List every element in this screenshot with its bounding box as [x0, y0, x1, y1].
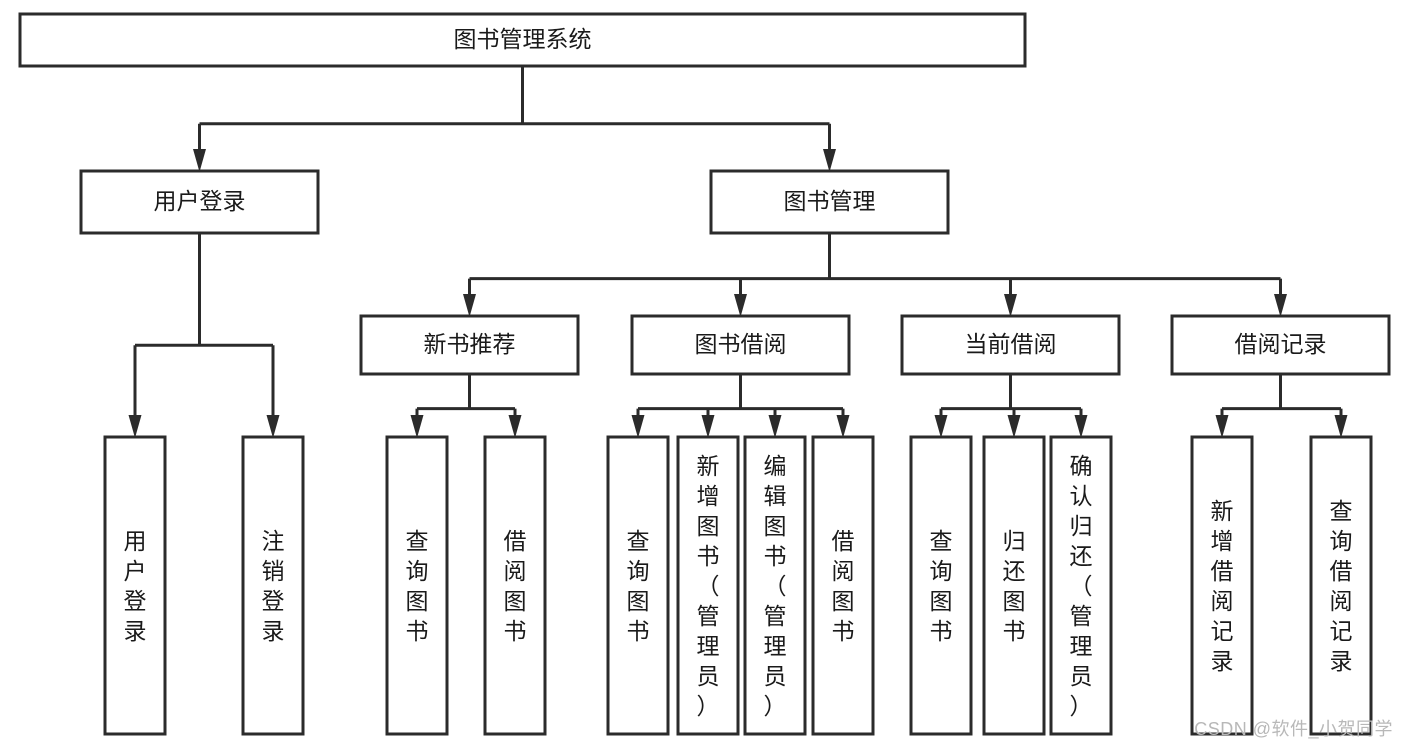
node-box[interactable]	[359, 314, 580, 376]
arrow-head-icon	[823, 149, 836, 172]
arrow-head-icon	[410, 415, 424, 438]
arrow-head-icon	[631, 415, 645, 438]
node-box[interactable]	[18, 12, 1027, 68]
arrow-head-icon	[508, 415, 522, 438]
node-box[interactable]	[1190, 435, 1254, 736]
node-label: 图书借阅	[695, 331, 787, 357]
node-box[interactable]	[743, 435, 807, 736]
node-label: 新增图书（管理员）	[697, 453, 720, 719]
node-label: 借阅图书	[504, 528, 527, 644]
node-label: 查询图书	[627, 528, 650, 644]
node-l_query_book_1[interactable]: 查询图书	[385, 435, 449, 736]
node-box[interactable]	[811, 435, 875, 736]
node-label: 用户登录	[154, 188, 246, 214]
node-n_new_rec[interactable]: 新书推荐	[359, 314, 580, 376]
arrow-head-icon	[734, 294, 747, 317]
node-box[interactable]	[1049, 435, 1113, 736]
arrow-head-icon	[1334, 415, 1348, 438]
node-l_query_book_2[interactable]: 查询图书	[606, 435, 670, 736]
node-l_borrow_book_1[interactable]: 借阅图书	[483, 435, 547, 736]
arrow-head-icon	[128, 415, 142, 438]
node-box[interactable]	[1170, 314, 1391, 376]
arrow-head-icon	[1004, 294, 1017, 317]
node-box[interactable]	[1309, 435, 1373, 736]
node-label: 确认归还（管理员）	[1070, 453, 1093, 719]
node-label: 新书推荐	[424, 331, 516, 357]
node-label: 查询图书	[406, 528, 429, 644]
node-l_borrow_book_2[interactable]: 借阅图书	[811, 435, 875, 736]
node-label: 借阅图书	[832, 528, 855, 644]
node-box[interactable]	[982, 435, 1046, 736]
node-box[interactable]	[909, 435, 973, 736]
arrow-head-icon	[1007, 415, 1021, 438]
arrow-head-icon	[1215, 415, 1229, 438]
node-layer: 图书管理系统用户登录图书管理新书推荐图书借阅当前借阅借阅记录用户登录注销登录查询…	[18, 12, 1391, 736]
node-n_current[interactable]: 当前借阅	[900, 314, 1121, 376]
node-box[interactable]	[385, 435, 449, 736]
arrow-head-icon	[193, 149, 206, 172]
node-box[interactable]	[103, 435, 167, 736]
node-box[interactable]	[900, 314, 1121, 376]
node-l_confirm_return[interactable]: 确认归还（管理员）	[1049, 435, 1113, 736]
node-label: 查询借阅记录	[1330, 498, 1353, 674]
node-l_return_book[interactable]: 归还图书	[982, 435, 1046, 736]
arrow-head-icon	[701, 415, 715, 438]
arrow-head-icon	[934, 415, 948, 438]
node-box[interactable]	[606, 435, 670, 736]
node-label: 借阅记录	[1235, 331, 1327, 357]
node-label: 编辑图书（管理员）	[764, 453, 787, 719]
node-l_logout[interactable]: 注销登录	[241, 435, 305, 736]
node-label: 新增借阅记录	[1211, 498, 1234, 674]
node-label: 注销登录	[262, 528, 285, 644]
node-box[interactable]	[676, 435, 740, 736]
node-box[interactable]	[241, 435, 305, 736]
node-l_user_login[interactable]: 用户登录	[103, 435, 167, 736]
node-n_book_mgmt[interactable]: 图书管理	[709, 169, 950, 235]
node-l_add_book[interactable]: 新增图书（管理员）	[676, 435, 740, 736]
arrow-head-icon	[1274, 294, 1287, 317]
node-box[interactable]	[483, 435, 547, 736]
node-n_records[interactable]: 借阅记录	[1170, 314, 1391, 376]
arrow-head-icon	[836, 415, 850, 438]
node-l_add_record[interactable]: 新增借阅记录	[1190, 435, 1254, 736]
node-label: 当前借阅	[965, 331, 1057, 357]
node-label: 图书管理系统	[454, 26, 592, 52]
node-l_query_book_3[interactable]: 查询图书	[909, 435, 973, 736]
connector-layer	[128, 66, 1348, 438]
arrow-head-icon	[463, 294, 476, 317]
node-label: 归还图书	[1003, 528, 1026, 644]
csdn-watermark: CSDN @软件_小贺同学	[1194, 719, 1393, 739]
node-root[interactable]: 图书管理系统	[18, 12, 1027, 68]
node-label: 用户登录	[124, 528, 147, 644]
node-label: 查询图书	[930, 528, 953, 644]
arrow-head-icon	[266, 415, 280, 438]
node-box[interactable]	[630, 314, 851, 376]
node-label: 图书管理	[784, 188, 876, 214]
arrow-head-icon	[768, 415, 782, 438]
node-box[interactable]	[79, 169, 320, 235]
node-n_user_login[interactable]: 用户登录	[79, 169, 320, 235]
node-n_borrow[interactable]: 图书借阅	[630, 314, 851, 376]
arrow-head-icon	[1074, 415, 1088, 438]
node-box[interactable]	[709, 169, 950, 235]
node-l_query_record[interactable]: 查询借阅记录	[1309, 435, 1373, 736]
node-l_edit_book[interactable]: 编辑图书（管理员）	[743, 435, 807, 736]
